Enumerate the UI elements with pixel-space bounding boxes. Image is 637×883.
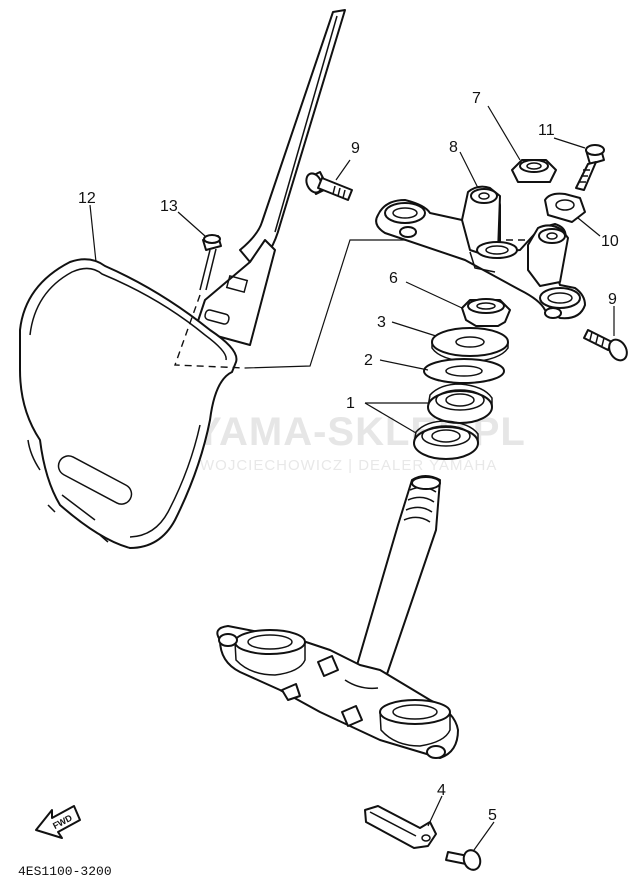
upper-bracket [375,185,586,320]
fwd-arrow-icon: FWD [35,805,81,839]
callout-9-upper: 9 [351,140,360,157]
holder-10 [544,192,586,223]
callout-2: 2 [364,352,373,369]
callouts: 1 2 3 4 5 6 7 8 9 9 10 11 12 13 [78,90,619,824]
callout-8: 8 [449,139,458,156]
callout-3: 3 [377,314,386,331]
callout-12: 12 [78,190,96,207]
callout-5: 5 [488,807,497,824]
callout-10: 10 [601,233,619,250]
callout-7: 7 [472,90,481,107]
bearing-1-lower [413,420,479,460]
callout-11: 11 [538,122,555,139]
washer-2 [423,358,505,384]
callout-1: 1 [346,395,355,412]
lower-bracket-stem [216,475,459,759]
nut-7 [511,159,557,183]
callout-13: 13 [160,198,178,215]
callout-4: 4 [437,782,446,799]
callout-9-right: 9 [608,291,617,308]
leader-lines [89,105,615,851]
bolt-9-right [583,329,628,362]
bearing-1-upper [427,383,493,424]
bolt-11 [575,144,605,191]
bolt-5 [445,849,482,871]
ring-nut-6 [461,298,511,327]
screw-13 [199,234,222,291]
watermark-subtitle: WOJCIECHOWICZ | DEALER YAMAHA [200,457,497,474]
cable-holder-4 [364,805,437,849]
bolt-9-upper [305,171,353,201]
number-plate [19,9,346,549]
washer-3 [431,327,509,363]
callout-6: 6 [389,270,398,287]
drawing-code: 4ES1100-3200 [18,864,112,879]
